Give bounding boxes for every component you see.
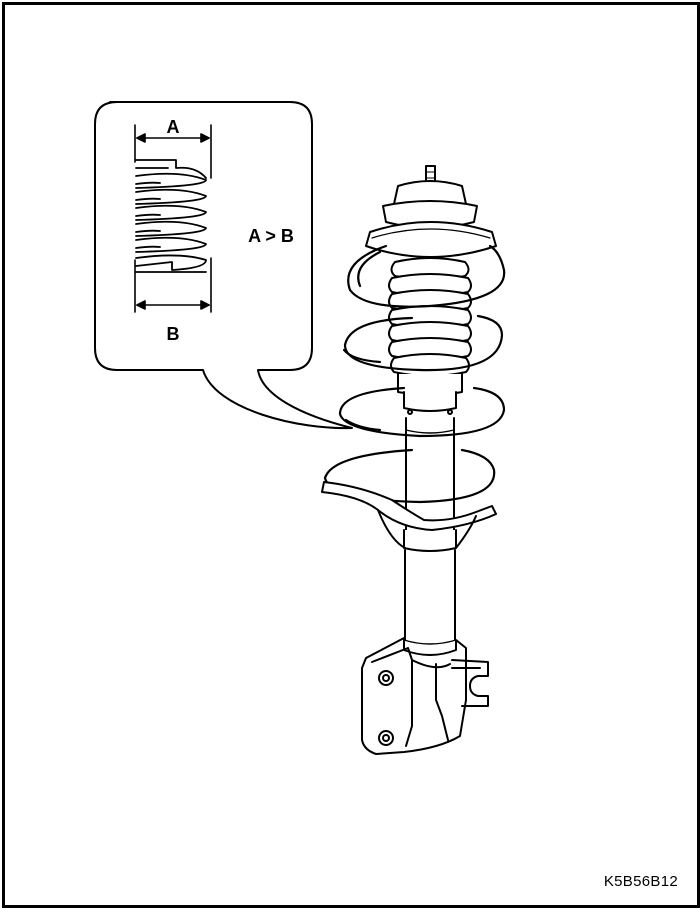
label-a: A	[167, 117, 180, 137]
dimension-a	[134, 124, 212, 179]
knuckle-bracket	[361, 637, 489, 755]
upper-spring-seat	[365, 221, 497, 258]
lower-spring-seat	[321, 481, 497, 531]
coil-spring-icon	[135, 159, 207, 273]
dust-boot	[388, 257, 472, 415]
callout-bubble	[94, 101, 353, 430]
dimension-b	[134, 257, 212, 313]
label-b: B	[167, 324, 180, 344]
coil-spring	[323, 244, 506, 504]
upper-mount	[382, 180, 478, 229]
figure-code: K5B56B12	[603, 873, 678, 890]
relation-text: A > B	[248, 226, 294, 246]
